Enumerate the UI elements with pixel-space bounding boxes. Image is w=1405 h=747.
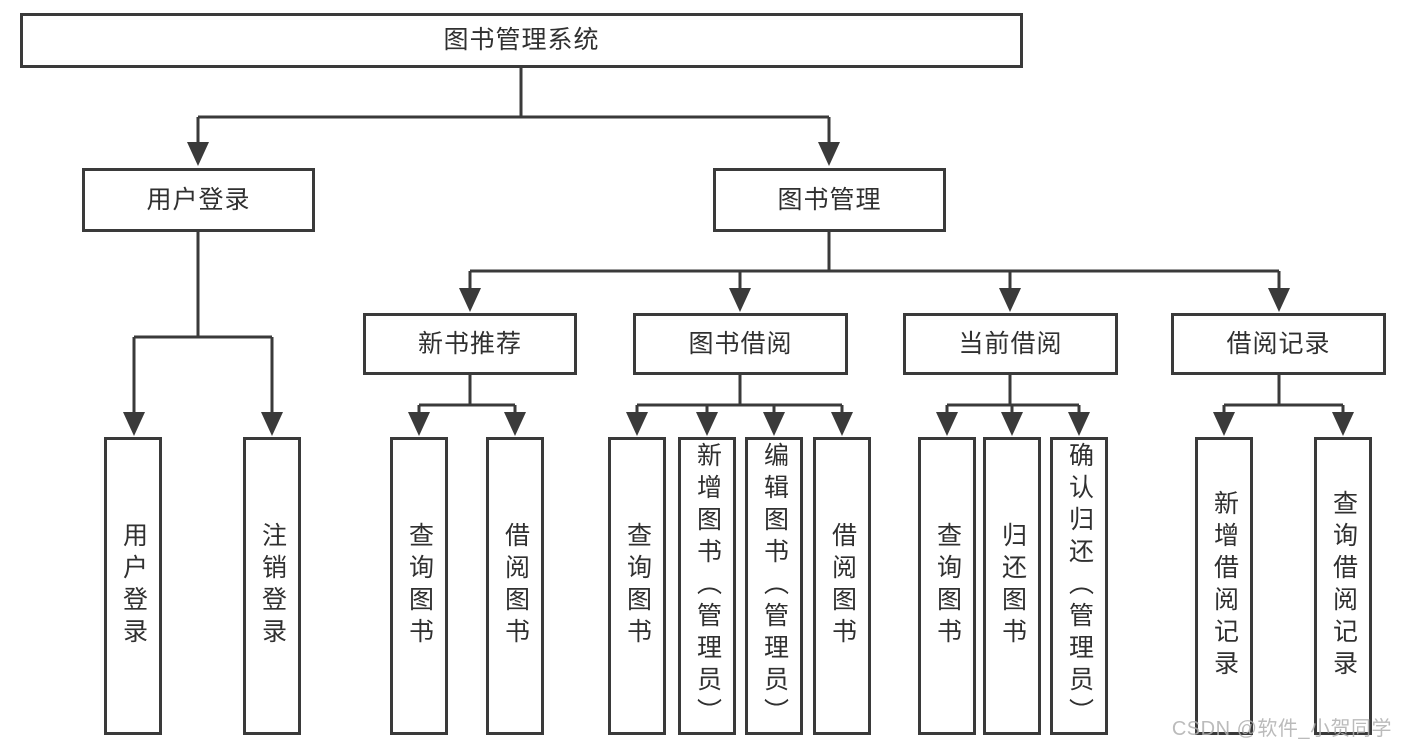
node-label: 新书推荐 (417, 329, 522, 358)
node-label: 归还图书 (998, 522, 1027, 650)
node-edit-books-admin: 编辑图书（管理员） (745, 437, 803, 735)
arrow-down-icon (261, 412, 283, 436)
arrow-down-icon (123, 412, 145, 436)
node-label: 查询借阅记录 (1329, 490, 1358, 682)
node-new-book-recommend: 新书推荐 (363, 313, 577, 375)
node-borrow-books-borrowing: 借阅图书 (813, 437, 871, 735)
node-label: 确认归还（管理员） (1065, 442, 1094, 730)
node-label: 图书借阅 (688, 329, 793, 358)
node-return-books: 归还图书 (983, 437, 1041, 735)
arrow-down-icon (626, 412, 648, 436)
node-label: 新增借阅记录 (1210, 490, 1239, 682)
node-user-login-group: 用户登录 (82, 168, 315, 232)
node-query-borrow-record: 查询借阅记录 (1314, 437, 1372, 735)
arrow-down-icon (763, 412, 785, 436)
node-query-books-borrowing: 查询图书 (608, 437, 666, 735)
node-book-management: 图书管理 (713, 168, 946, 232)
node-label: 编辑图书（管理员） (760, 442, 789, 730)
arrow-down-icon (1268, 288, 1290, 312)
node-user-login: 用户登录 (104, 437, 162, 735)
node-logout: 注销登录 (243, 437, 301, 735)
node-label: 图书管理系统 (443, 26, 600, 54)
node-add-borrow-record: 新增借阅记录 (1195, 437, 1253, 735)
node-add-books-admin: 新增图书（管理员） (678, 437, 736, 735)
node-label: 新增图书（管理员） (693, 442, 722, 730)
node-label: 图书管理 (777, 185, 882, 214)
node-query-books-current: 查询图书 (918, 437, 976, 735)
arrow-down-icon (831, 412, 853, 436)
arrow-down-icon (408, 412, 430, 436)
arrow-down-icon (187, 142, 209, 166)
node-label: 查询图书 (623, 522, 652, 650)
arrow-down-icon (999, 288, 1021, 312)
arrow-down-icon (459, 288, 481, 312)
node-borrowing-records: 借阅记录 (1171, 313, 1386, 375)
node-borrow-books-recommend: 借阅图书 (486, 437, 544, 735)
node-label: 注销登录 (258, 522, 287, 650)
node-label: 借阅记录 (1226, 329, 1331, 358)
arrow-down-icon (504, 412, 526, 436)
node-label: 借阅图书 (828, 522, 857, 650)
arrow-down-icon (936, 412, 958, 436)
arrow-down-icon (818, 142, 840, 166)
node-label: 当前借阅 (958, 329, 1063, 358)
node-label: 用户登录 (119, 522, 148, 650)
arrow-down-icon (1332, 412, 1354, 436)
node-label: 借阅图书 (501, 522, 530, 650)
node-book-borrowing: 图书借阅 (633, 313, 848, 375)
arrow-down-icon (1068, 412, 1090, 436)
arrow-down-icon (696, 412, 718, 436)
node-label: 查询图书 (405, 522, 434, 650)
arrow-down-icon (729, 288, 751, 312)
connector-path (132, 68, 1345, 414)
arrow-down-icon (1001, 412, 1023, 436)
node-query-books-recommend: 查询图书 (390, 437, 448, 735)
node-current-borrowing: 当前借阅 (903, 313, 1118, 375)
node-library-management-system: 图书管理系统 (20, 13, 1023, 68)
node-label: 查询图书 (933, 522, 962, 650)
watermark: CSDN @软件_小贺同学 (1171, 718, 1392, 740)
node-confirm-return-admin: 确认归还（管理员） (1050, 437, 1108, 735)
node-label: 用户登录 (146, 185, 251, 214)
arrow-down-icon (1213, 412, 1235, 436)
